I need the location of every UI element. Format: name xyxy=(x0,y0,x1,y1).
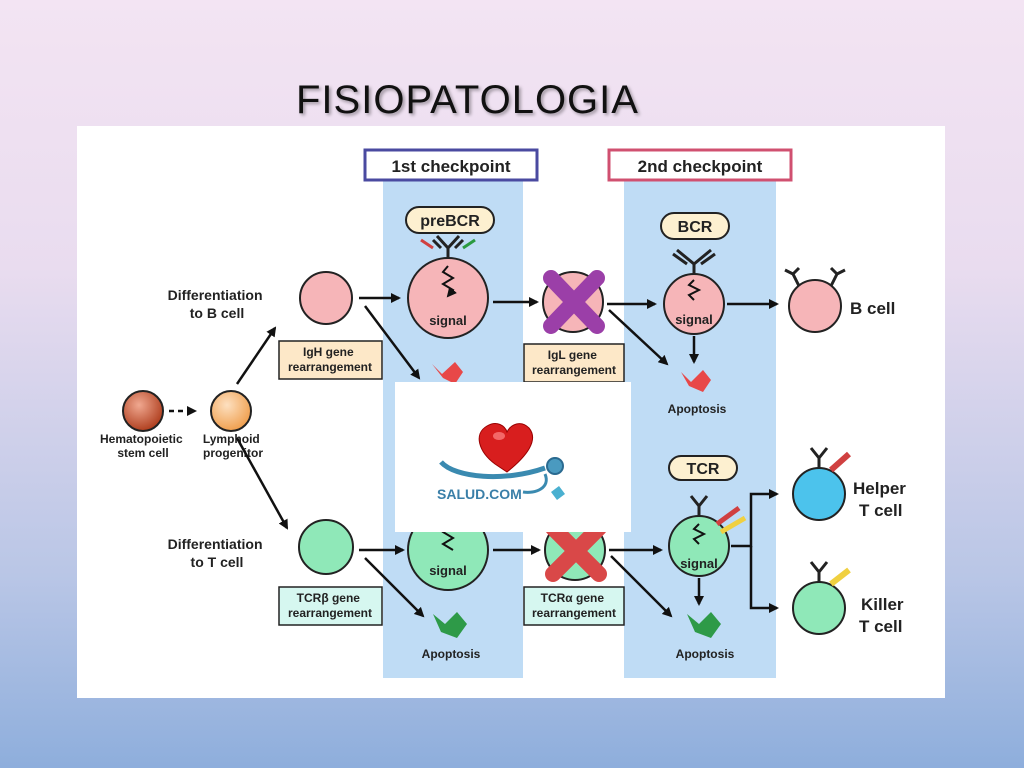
svg-text:BCR: BCR xyxy=(678,219,713,236)
killer-label: Killer T cell xyxy=(859,595,908,636)
diff-t-label: Differentiation to T cell xyxy=(168,536,267,570)
helper-t-cell xyxy=(792,467,846,521)
pro-b-cell xyxy=(299,271,353,325)
arrow-to-helper xyxy=(731,489,779,548)
bcr-label: BCR xyxy=(660,212,730,240)
signal-label-tcr: signal xyxy=(680,556,718,571)
tcr-label: TCR xyxy=(668,455,738,481)
helper-label: Helper T cell xyxy=(853,479,911,520)
cross-mark-b xyxy=(543,270,605,334)
killer-tcr-icon xyxy=(809,561,851,587)
mature-b-cell xyxy=(788,279,842,333)
svg-text:IgH gene rearrangement: IgH gene rearrangement xyxy=(288,345,372,374)
b-apoptosis-label: Apoptosis xyxy=(668,402,727,416)
arrow-to-b-apoptosis-2 xyxy=(608,309,669,366)
killer-t-cell xyxy=(792,581,846,635)
bcr-receptor-icon xyxy=(672,248,716,274)
prebcr-label: preBCR xyxy=(405,206,495,234)
slide-title: FISIOPATOLOGIA xyxy=(296,78,639,122)
t-apoptosis-icon-2 xyxy=(687,612,721,638)
signal-label-prebcr: signal xyxy=(429,313,467,328)
svg-text:2nd checkpoint: 2nd checkpoint xyxy=(638,157,763,176)
b-cell-label: B cell xyxy=(850,299,895,318)
checkpoint-1-header: 1st checkpoint xyxy=(363,148,539,182)
diff-b-label: Differentiation to B cell xyxy=(168,287,267,321)
lymphocyte-development-diagram: 1st checkpoint 2nd checkpoint preBCR BCR… xyxy=(77,126,945,698)
mature-bcr-icon xyxy=(784,266,846,287)
b-apoptosis-icon-2 xyxy=(681,370,711,392)
b-apoptosis-icon-1 xyxy=(432,362,463,384)
logo-text: SALUD.COM xyxy=(437,486,522,502)
lymphoid-progenitor xyxy=(210,390,252,432)
logo-overlay: SALUD.COM xyxy=(395,382,631,532)
t-apoptosis-label-1: Apoptosis xyxy=(422,647,481,661)
signal-arrow-bcr xyxy=(687,279,702,301)
tcra-gene-box: TCRα gene rearrangement xyxy=(523,586,625,626)
svg-text:1st checkpoint: 1st checkpoint xyxy=(391,157,510,176)
svg-text:preBCR: preBCR xyxy=(420,213,480,230)
arrow-to-killer xyxy=(749,546,779,613)
signal-arrow-prebcr xyxy=(441,265,457,298)
tcr-receptor-icon xyxy=(689,495,747,535)
arrow-to-t-branch xyxy=(235,437,289,530)
t-apoptosis-icon-1 xyxy=(433,612,467,638)
signal-label-pre-t: signal xyxy=(429,563,467,578)
checkpoint-2-header: 2nd checkpoint xyxy=(607,148,793,182)
heart-stethoscope-icon xyxy=(439,423,565,500)
t-apoptosis-label-2: Apoptosis xyxy=(676,647,735,661)
svg-text:IgL gene rearrangement: IgL gene rearrangement xyxy=(532,348,616,377)
arrow-to-b-apoptosis-1 xyxy=(364,305,421,380)
cross-mark-t xyxy=(545,520,607,582)
signal-arrow-tcr xyxy=(692,523,707,545)
signal-label-bcr: signal xyxy=(675,312,713,327)
svg-text:TCRβ gene rearrangemen: TCRβ gene rearrangement xyxy=(288,591,372,620)
svg-text:TCRα gene rearrangemen: TCRα gene rearrangement xyxy=(532,591,616,620)
progenitor-label: Lymphoid progenitor xyxy=(203,432,263,460)
hsc-label: Hematopoietic stem cell xyxy=(100,432,186,460)
tcrb-gene-box: TCRβ gene rearrangement xyxy=(278,586,383,626)
arrow-to-t-apoptosis-2 xyxy=(610,555,673,618)
arrow-to-t-apoptosis-1 xyxy=(364,557,425,618)
helper-tcr-icon xyxy=(809,447,851,473)
arrow-to-b-branch xyxy=(235,326,277,385)
prebcr-receptor-icon xyxy=(420,234,476,259)
hematopoietic-stem-cell xyxy=(122,390,164,432)
igl-gene-box: IgL gene rearrangement xyxy=(523,343,625,383)
igh-gene-box: IgH gene rearrangement xyxy=(278,340,383,380)
svg-text:TCR: TCR xyxy=(687,461,720,478)
pro-t-cell xyxy=(298,519,354,575)
